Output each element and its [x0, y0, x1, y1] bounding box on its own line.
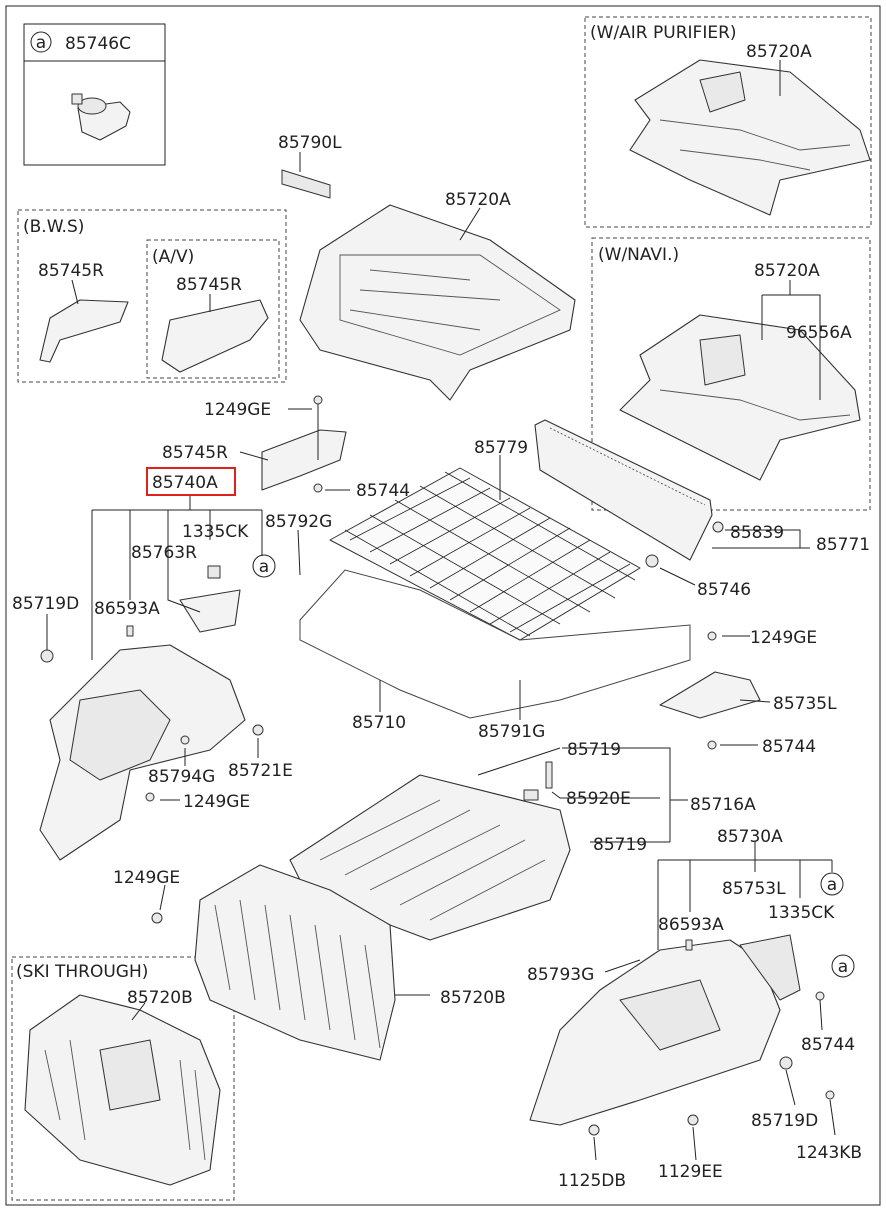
label-85791G: 85791G: [478, 722, 545, 742]
label-marker-a-3: a: [838, 957, 848, 977]
label-1249GE-left: 1249GE: [183, 792, 250, 812]
ref-marker-a-2: [820, 872, 844, 896]
callout-box-85746C: a 85746C: [23, 23, 166, 166]
label-85720A-air: 85720A: [746, 42, 812, 62]
label-96556A: 96556A: [786, 323, 852, 343]
label-85745R-av: 85745R: [176, 275, 242, 295]
label-85745R: 85745R: [162, 443, 228, 463]
group-bws: [17, 209, 287, 383]
section-av: (A/V): [152, 247, 194, 267]
label-85792G: 85792G: [265, 512, 332, 532]
bracket-av: [161, 299, 269, 373]
label-85719-a: 85719: [567, 740, 621, 760]
pad-85735L: [659, 671, 761, 719]
label-85720B-main: 85720B: [440, 988, 506, 1008]
label-85721E: 85721E: [228, 761, 293, 781]
label-85735L: 85735L: [773, 694, 837, 714]
label-85793G: 85793G: [527, 965, 594, 985]
section-bws: (B.W.S): [23, 217, 84, 237]
label-85719D-right: 85719D: [751, 1111, 818, 1131]
group-ski-through: [11, 956, 235, 1201]
label-85716A: 85716A: [690, 795, 756, 815]
callout-part-number: 85746C: [65, 34, 131, 54]
label-85771: 85771: [816, 535, 870, 555]
label-85719-b: 85719: [593, 835, 647, 855]
pad-85790L: [281, 169, 331, 199]
luggage-net: [329, 467, 641, 641]
label-1335CK-a: 1335CK: [182, 522, 249, 542]
floor-mat-85710: [299, 569, 691, 719]
group-air-purifier: [584, 16, 872, 228]
label-85763R: 85763R: [131, 543, 197, 563]
label-85839: 85839: [730, 523, 784, 543]
label-1335CK-b: 1335CK: [768, 903, 835, 923]
callout-marker: a: [36, 33, 46, 53]
seatback-85720B: [194, 864, 396, 1061]
rear-shelf-panel-main: [299, 204, 576, 401]
label-85744-a: 85744: [356, 481, 410, 501]
label-85920E: 85920E: [566, 789, 631, 809]
label-85720B-ski: 85720B: [127, 988, 193, 1008]
highlight-85740A: [146, 467, 236, 496]
leader-lines: [46, 60, 836, 1161]
ref-marker-a-1: [252, 554, 276, 578]
group-av: [146, 239, 280, 379]
label-1249GE-right: 1249GE: [750, 628, 817, 648]
label-1243KB: 1243KB: [796, 1143, 862, 1163]
part-labels: 85790L 85720A 85720A 85720A 96556A 85745…: [12, 42, 870, 1191]
label-85710: 85710: [352, 713, 406, 733]
right-side-trim: [529, 934, 801, 1126]
label-85744-c: 85744: [801, 1035, 855, 1055]
pad-85763R: [179, 589, 241, 633]
ref-marker-a-3: [831, 954, 855, 978]
bracket-bws: [39, 299, 129, 363]
label-85720A-navi: 85720A: [754, 261, 820, 281]
clip-icon: [71, 93, 131, 141]
rear-shelf-panel-navi: [619, 314, 861, 481]
diagram-frame: [5, 5, 881, 1206]
label-1249GE-top: 1249GE: [204, 400, 271, 420]
label-86593A-right: 86593A: [658, 915, 724, 935]
label-marker-a-2: a: [827, 875, 837, 895]
label-85745R-bws: 85745R: [38, 261, 104, 281]
section-air-purifier: (W/AIR PURIFIER): [590, 23, 737, 43]
label-85746: 85746: [697, 580, 751, 600]
label-marker-a-1: a: [259, 557, 269, 577]
label-85720A-main: 85720A: [445, 190, 511, 210]
seatback-85720B-ski: [24, 994, 221, 1186]
rear-shelf-panel-air: [629, 59, 871, 216]
label-85719D-left: 85719D: [12, 594, 79, 614]
group-navi: [591, 237, 871, 511]
label-85753L: 85753L: [722, 879, 786, 899]
label-85740A: 85740A: [152, 473, 218, 493]
label-85744-b: 85744: [762, 737, 816, 757]
label-1125DB: 1125DB: [558, 1171, 626, 1191]
bracket-85745R: [261, 429, 347, 491]
label-85730A: 85730A: [717, 827, 783, 847]
label-1129EE: 1129EE: [658, 1162, 723, 1182]
label-85779: 85779: [474, 438, 528, 458]
section-ski-through: (SKI THROUGH): [16, 962, 148, 982]
cover-85771: [534, 419, 713, 561]
label-85790L: 85790L: [278, 133, 342, 153]
label-86593A-left: 86593A: [94, 599, 160, 619]
label-85794G: 85794G: [148, 767, 215, 787]
label-1249GE-seat: 1249GE: [113, 868, 180, 888]
left-side-trim: [39, 589, 246, 861]
section-navi: (W/NAVI.): [598, 245, 679, 265]
